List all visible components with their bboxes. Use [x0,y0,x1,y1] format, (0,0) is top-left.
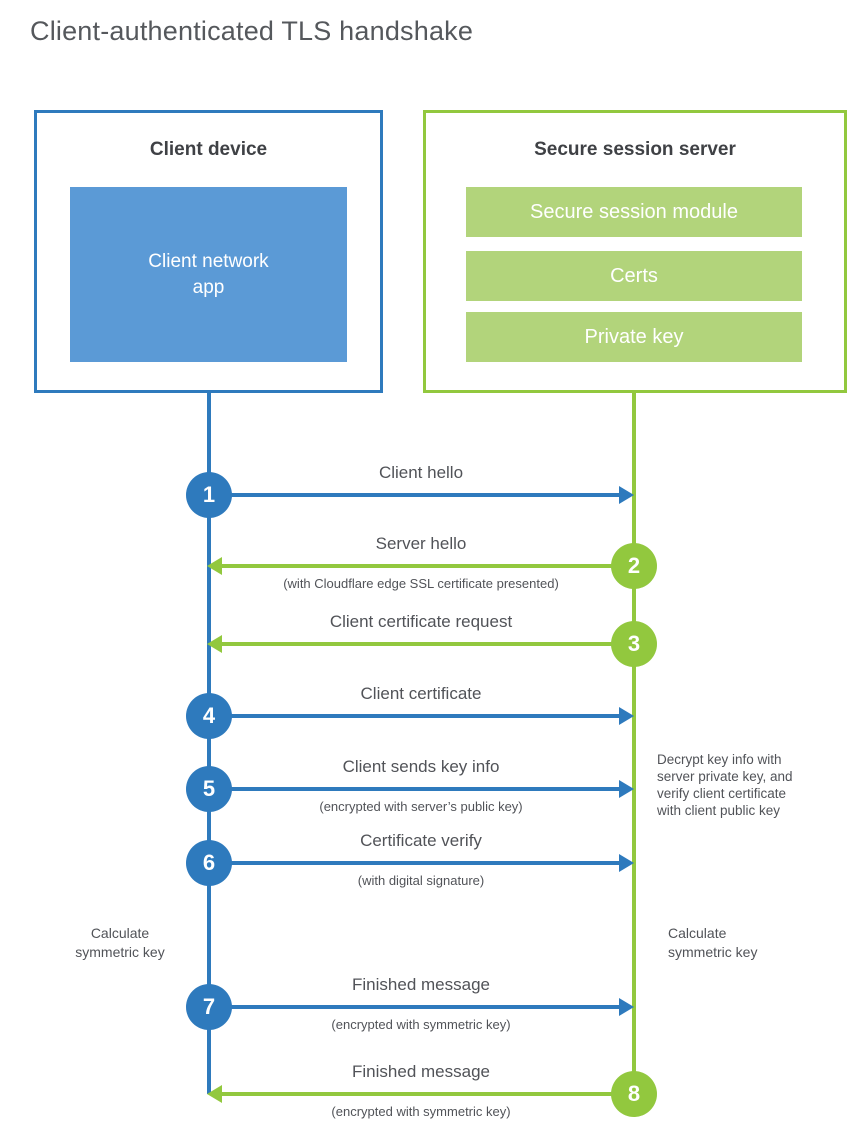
client-network-app-label: Client network app [148,250,269,298]
arrow-head-right-icon [619,998,634,1016]
message-sublabel: (encrypted with symmetric key) [331,1104,511,1119]
message-row-7: Finished message (encrypted with symmetr… [0,975,865,1039]
message-row-8: Finished message (encrypted with symmetr… [0,1062,865,1126]
step-circle-7: 7 [186,984,232,1030]
message-label: Certificate verify [360,831,482,850]
message-row-6: Certificate verify (with digital signatu… [0,831,865,895]
secure-session-server-title: Secure session server [534,139,736,160]
step-circle-8: 8 [611,1071,657,1117]
client-network-app-box: Client network app [70,187,347,362]
arrow-shaft [209,1005,620,1009]
message-sublabel: (with Cloudflare edge SSL certificate pr… [283,576,559,591]
client-lifeline [207,393,211,1094]
step-circle-4: 4 [186,693,232,739]
message-row-5: Client sends key info (encrypted with se… [0,757,865,821]
client-device-title: Client device [149,139,268,160]
arrow-head-right-icon [619,707,634,725]
page-title: Client-authenticated TLS handshake [30,16,474,46]
arrow-shaft [209,714,620,718]
message-row-1: Client hello 1 [0,463,865,527]
arrow-shaft [221,1092,634,1096]
server-lifeline [632,393,636,1094]
arrow-shaft [209,493,620,497]
arrow-shaft [221,642,634,646]
message-row-3: Client certificate request 3 [0,612,865,676]
arrow-shaft [209,861,620,865]
server-module-private-key: Private key [466,312,802,362]
message-label: Client certificate [360,684,482,703]
decrypt-key-info-note: Decrypt key info with server private key… [657,752,793,818]
message-label: Client sends key info [342,757,500,776]
step-circle-3: 3 [611,621,657,667]
arrow-head-right-icon [619,780,634,798]
step-circle-2: 2 [611,543,657,589]
message-label: Server hello [375,534,467,553]
step-circle-6: 6 [186,840,232,886]
message-sublabel: (encrypted with server’s public key) [319,799,523,814]
message-label: Finished message [352,975,490,994]
message-label: Client certificate request [329,612,513,631]
step-circle-5: 5 [186,766,232,812]
server-module-secure-session-module: Secure session module [466,187,802,237]
message-sublabel: (with digital signature) [357,873,485,888]
arrow-head-right-icon [619,486,634,504]
message-sublabel: (encrypted with symmetric key) [331,1017,511,1032]
message-label: Finished message [352,1062,490,1081]
arrow-shaft [221,564,634,568]
calculate-symmetric-key-note-client: Calculate symmetric key [75,925,165,960]
server-module-certs: Certs [466,251,802,301]
calculate-symmetric-key-note-server: Calculate symmetric key [668,925,758,960]
message-row-2: Server hello (with Cloudflare edge SSL c… [0,534,865,598]
step-circle-1: 1 [186,472,232,518]
arrow-shaft [209,787,620,791]
arrow-head-left-icon [207,635,222,653]
arrow-head-left-icon [207,557,222,575]
arrow-head-right-icon [619,854,634,872]
arrow-head-left-icon [207,1085,222,1103]
message-label: Client hello [378,463,464,482]
message-row-4: Client certificate 4 [0,684,865,748]
